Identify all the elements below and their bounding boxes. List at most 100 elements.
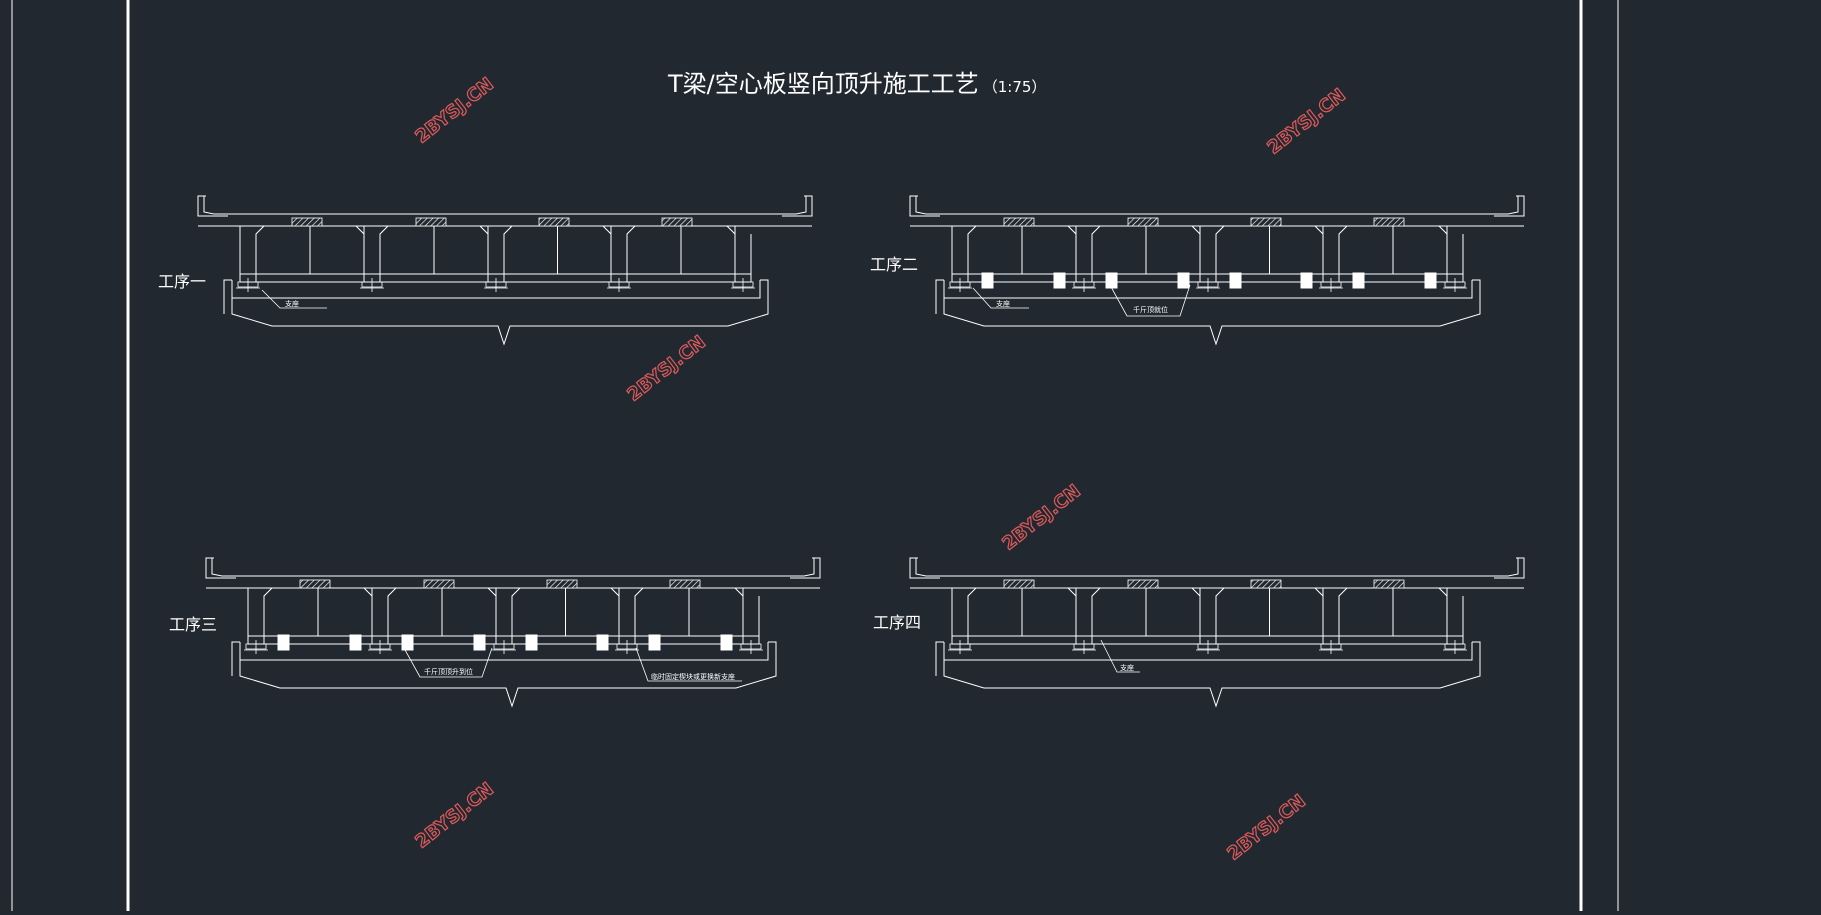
- void-left: [1215, 225, 1225, 282]
- pier-cap-outline: [231, 279, 769, 346]
- void-left: [263, 587, 273, 644]
- jack: [1053, 272, 1066, 289]
- curb-left: [197, 195, 228, 217]
- void-right: [1438, 225, 1448, 282]
- void-right: [1314, 587, 1324, 644]
- callout-bearing-1: [261, 289, 327, 309]
- curb-left: [205, 557, 236, 579]
- section-stage-3: [205, 557, 821, 708]
- stage-label-1: 工序一: [158, 272, 206, 291]
- void-right: [726, 225, 736, 282]
- callout-text-bearing-2: 支座: [996, 299, 1010, 308]
- watermark-text: 2BYSJ.CN: [623, 332, 709, 406]
- void-right: [355, 225, 365, 282]
- curb-right: [1494, 195, 1525, 217]
- watermark-text: 2BYSJ.CN: [1263, 85, 1349, 159]
- void-left: [1338, 225, 1348, 282]
- stage-label-4: 工序四: [873, 613, 921, 632]
- void-left: [1215, 587, 1225, 644]
- jack: [1229, 272, 1242, 289]
- jack: [473, 634, 486, 651]
- hatched-joint: [1250, 217, 1282, 227]
- watermark-text: 2BYSJ.CN: [411, 74, 497, 148]
- watermark-text: 2BYSJ.CN: [998, 481, 1084, 555]
- callout-text-fix-3: 临时固定楔块或更换新支座: [651, 672, 735, 681]
- hatched-joint: [1250, 579, 1282, 589]
- hatched-joint: [423, 579, 455, 589]
- void-left: [255, 225, 265, 282]
- drawing-title: T梁/空心板竖向顶升施工工艺（1:75）: [667, 70, 1046, 98]
- callout-text-jack-2: 千斤顶就位: [1133, 305, 1168, 314]
- jack: [720, 634, 733, 651]
- void-left: [511, 587, 521, 644]
- section-stage-2: [909, 195, 1525, 346]
- callout-text-bearing-1: 支座: [285, 299, 299, 308]
- void-left: [626, 225, 636, 282]
- curb-left-inner: [915, 196, 927, 215]
- void-left: [967, 225, 977, 282]
- curb-right-inner: [1507, 558, 1519, 577]
- void-right: [1067, 225, 1077, 282]
- jack: [401, 634, 414, 651]
- void-left: [1338, 587, 1348, 644]
- void-right: [1314, 225, 1324, 282]
- pier-cap-outline: [943, 641, 1481, 708]
- pier-cap-top: [231, 280, 761, 299]
- jack: [1105, 272, 1118, 289]
- curb-left-inner: [211, 558, 223, 577]
- pier-cap-top: [943, 280, 1473, 299]
- void-right: [1191, 587, 1201, 644]
- curb-right: [1494, 557, 1525, 579]
- hatched-joint: [1127, 217, 1159, 227]
- pier-cap-outline: [239, 641, 777, 708]
- pier-cap-left: [935, 641, 944, 676]
- jack: [648, 634, 661, 651]
- void-right: [363, 587, 373, 644]
- section-stage-4: [909, 557, 1525, 708]
- curb-right-inner: [795, 196, 807, 215]
- drawing-frame: [11, 0, 1619, 911]
- curb-left: [909, 195, 940, 217]
- void-right: [602, 225, 612, 282]
- pier-cap-left: [935, 279, 944, 314]
- hatched-joint: [661, 217, 693, 227]
- pier-cap-left: [223, 279, 232, 314]
- curb-left-inner: [915, 558, 927, 577]
- void-left: [634, 587, 644, 644]
- jack: [1300, 272, 1313, 289]
- curb-left-inner: [203, 196, 215, 215]
- curb-left: [909, 557, 940, 579]
- jack: [277, 634, 290, 651]
- jack: [525, 634, 538, 651]
- pier-cap-outline: [943, 279, 1481, 346]
- stage-label-3: 工序三: [169, 615, 217, 634]
- jack: [1424, 272, 1437, 289]
- hatched-joint: [538, 217, 570, 227]
- hatched-joint: [1373, 217, 1405, 227]
- void-left: [1091, 225, 1101, 282]
- void-right: [610, 587, 620, 644]
- jack: [1177, 272, 1190, 289]
- void-right: [734, 587, 744, 644]
- hatched-joint: [1373, 579, 1405, 589]
- void-left: [387, 587, 397, 644]
- callout-jack-2: [1109, 284, 1191, 317]
- void-right: [1191, 225, 1201, 282]
- pier-cap-top: [239, 642, 769, 661]
- callout-text-bearing-4: 支座: [1120, 663, 1134, 672]
- hatched-joint: [415, 217, 447, 227]
- callout-jack-3: [403, 647, 493, 678]
- jack: [1352, 272, 1365, 289]
- callout-text-jack-3: 千斤顶顶升到位: [424, 667, 473, 676]
- stage-label-2: 工序二: [870, 255, 918, 274]
- void-right: [1438, 587, 1448, 644]
- jack: [349, 634, 362, 651]
- hatched-joint: [1127, 579, 1159, 589]
- void-right: [1067, 587, 1077, 644]
- void-left: [503, 225, 513, 282]
- drawing-scale: （1:75）: [983, 78, 1047, 96]
- void-left: [1091, 587, 1101, 644]
- jack: [596, 634, 609, 651]
